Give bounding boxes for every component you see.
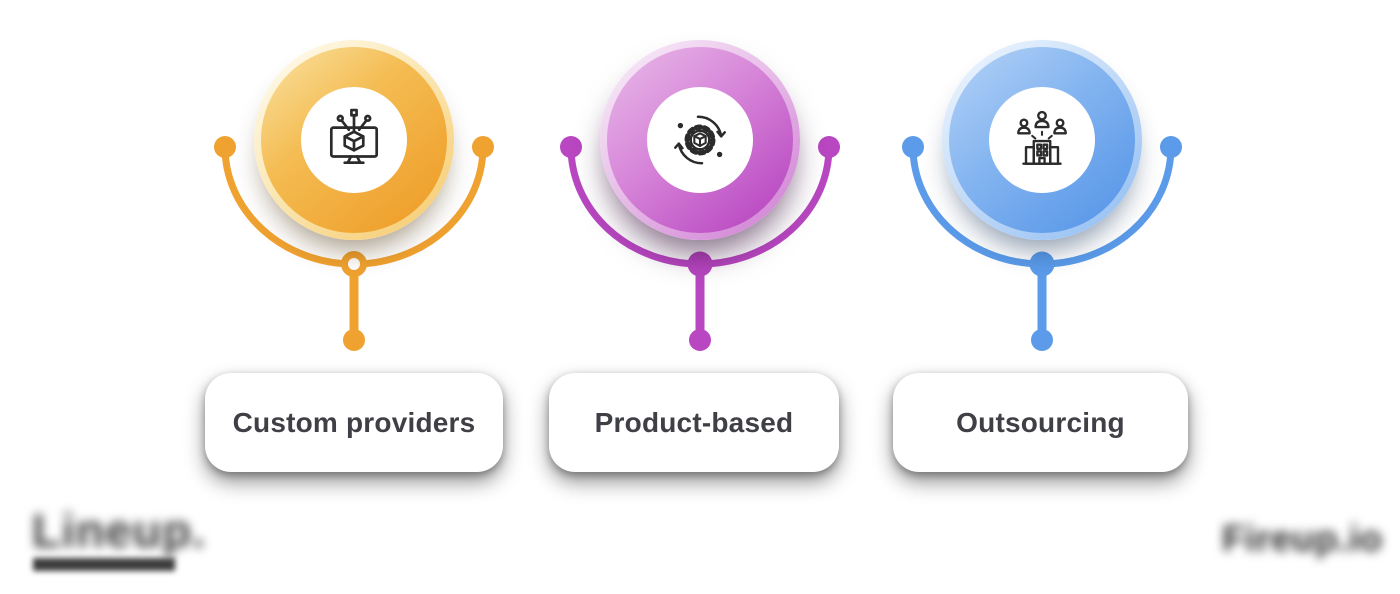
label-text: Outsourcing (956, 406, 1125, 438)
connector-foot-dot (689, 329, 711, 351)
left-blurred-logo: Lineup. (32, 504, 207, 557)
connector-node (1029, 251, 1055, 277)
team-building-icon (1017, 110, 1067, 165)
connector-foot-dot (1031, 329, 1053, 351)
icon-badge (989, 87, 1095, 193)
circle-outsourcing (942, 40, 1142, 240)
gear-cycle-icon (674, 115, 726, 165)
icon-badge (647, 87, 753, 193)
label-text: Product-based (594, 406, 794, 438)
connector-end-dot-right (1160, 136, 1182, 158)
label-card-custom-providers: Custom providers (205, 373, 503, 472)
label-card-outsourcing: Outsourcing (893, 373, 1188, 472)
connector-end-dot-left (214, 136, 236, 158)
connector-node (687, 251, 713, 277)
label-card-product-based: Product-based (549, 373, 839, 472)
circle-product-based (600, 40, 800, 240)
connector-end-dot-left (560, 136, 582, 158)
connector-end-dot-right (472, 136, 494, 158)
connector-end-dot-left (902, 136, 924, 158)
connector-end-dot-right (818, 136, 840, 158)
circle-custom-providers (254, 40, 454, 240)
label-text: Custom providers (232, 406, 476, 438)
monitor-cube-icon (329, 108, 379, 165)
connector-foot-dot (343, 329, 365, 351)
left-logo-underline (33, 558, 175, 571)
icon-badge (301, 87, 407, 193)
connector-node-ring (341, 251, 367, 277)
right-blurred-logo: Fireup.io (1222, 518, 1383, 559)
